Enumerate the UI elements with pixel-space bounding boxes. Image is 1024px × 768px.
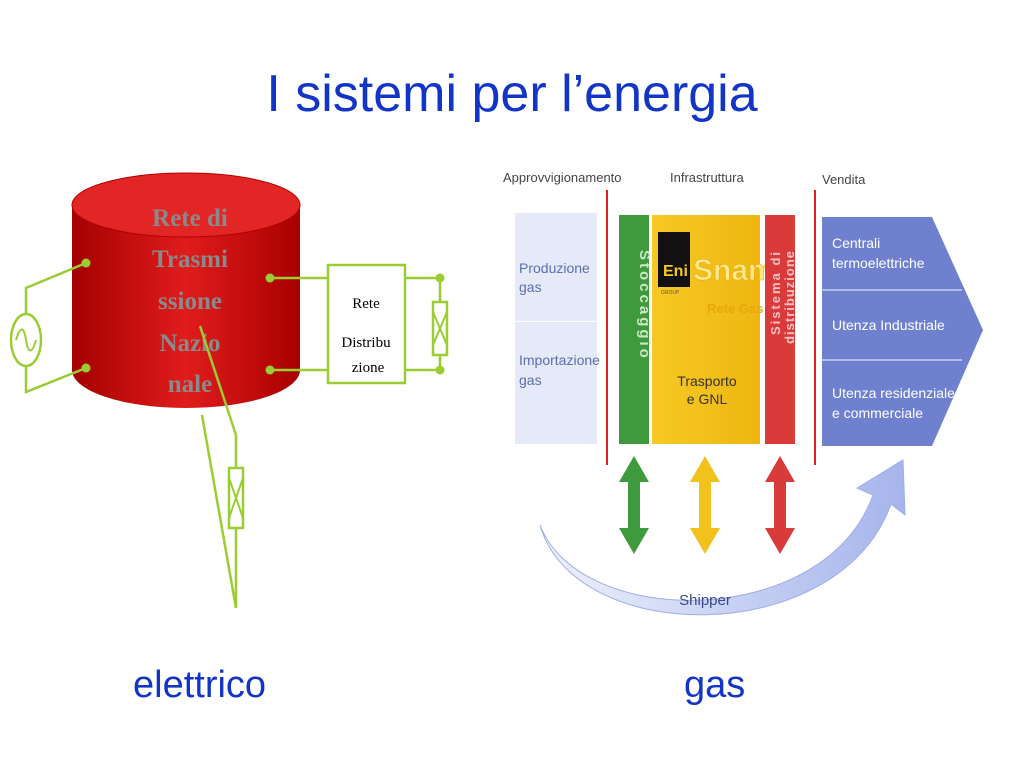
supply-item-label: gas <box>519 279 542 295</box>
supply-item-label: Produzione <box>519 260 590 276</box>
eni-logo <box>658 232 690 287</box>
distribution-network-box: Rete Distribu zione <box>326 263 407 385</box>
infrastructure-header: Infrastruttura <box>670 170 744 185</box>
eni-group-text: GROUP <box>661 290 680 296</box>
electric-wires <box>24 261 442 609</box>
supply-column: Produzione gas Importazione gas <box>515 213 600 444</box>
snam-sub-text: Rete Gas <box>707 301 763 316</box>
switch-icon <box>431 300 449 357</box>
shipper-label: Shipper <box>679 592 731 609</box>
sales-item-label: e commerciale <box>832 405 923 421</box>
storage-bar: Stoccaggio <box>619 215 653 444</box>
eni-logo-text: Eni <box>663 263 688 280</box>
sales-header: Vendita <box>822 172 866 187</box>
distribution-flow-arrow <box>765 456 795 554</box>
distribution-label-line: Sistema di <box>768 250 783 335</box>
switch-icon <box>227 466 245 530</box>
snam-transport-block: Eni GROUP Snam Rete Gas Trasporto e GNL <box>652 215 775 444</box>
gas-diagram: Approvvigionamento Infrastruttura Vendit… <box>503 170 983 616</box>
caption-gas: gas <box>684 664 746 706</box>
distribution-box-label-line: Distribu <box>341 335 391 351</box>
distribution-bar: Sistema di distribuzione <box>765 215 797 444</box>
sales-item-label: Utenza residenziale <box>832 385 955 401</box>
wire-nodes <box>81 258 445 375</box>
distribution-box-label-line: zione <box>352 360 385 376</box>
supply-header: Approvvigionamento <box>503 170 622 185</box>
cylinder-label: Rete di Trasmi ssione Nazio nale <box>152 205 228 398</box>
storage-flow-arrow <box>619 456 649 554</box>
sales-item-label: Centrali <box>832 235 880 251</box>
supply-item-label: gas <box>519 372 542 388</box>
ac-source-icon <box>9 312 43 368</box>
cylinder-label-line: Nazio <box>159 330 220 357</box>
cylinder-label-line: Trasmi <box>152 246 228 273</box>
cylinder-label-line: ssione <box>158 288 222 315</box>
electric-diagram: Rete di Trasmi ssione Nazio nale <box>9 172 449 609</box>
snam-logo-text: Snam <box>693 254 775 287</box>
cylinder-label-line: nale <box>168 371 212 398</box>
sales-item-label: termoelettriche <box>832 255 925 271</box>
sales-arrow: Centrali termoelettriche Utenza Industri… <box>822 217 983 446</box>
transport-label-line: e GNL <box>687 391 728 407</box>
slide-title: I sistemi per l’energia <box>266 65 758 123</box>
transport-flow-arrow <box>690 456 720 554</box>
distribution-box-label-line: Rete <box>352 296 380 312</box>
sales-item-label: Utenza Industriale <box>832 317 945 333</box>
transmission-network-cylinder <box>71 172 301 408</box>
distribution-label-line: distribuzione <box>782 250 797 344</box>
caption-electric: elettrico <box>133 664 267 706</box>
storage-label: Stoccaggio <box>636 250 653 361</box>
cylinder-label-line: Rete di <box>152 205 228 232</box>
supply-item-label: Importazione <box>519 352 600 368</box>
shipper-arrow: Shipper <box>539 459 906 616</box>
transport-label-line: Trasporto <box>677 373 737 389</box>
